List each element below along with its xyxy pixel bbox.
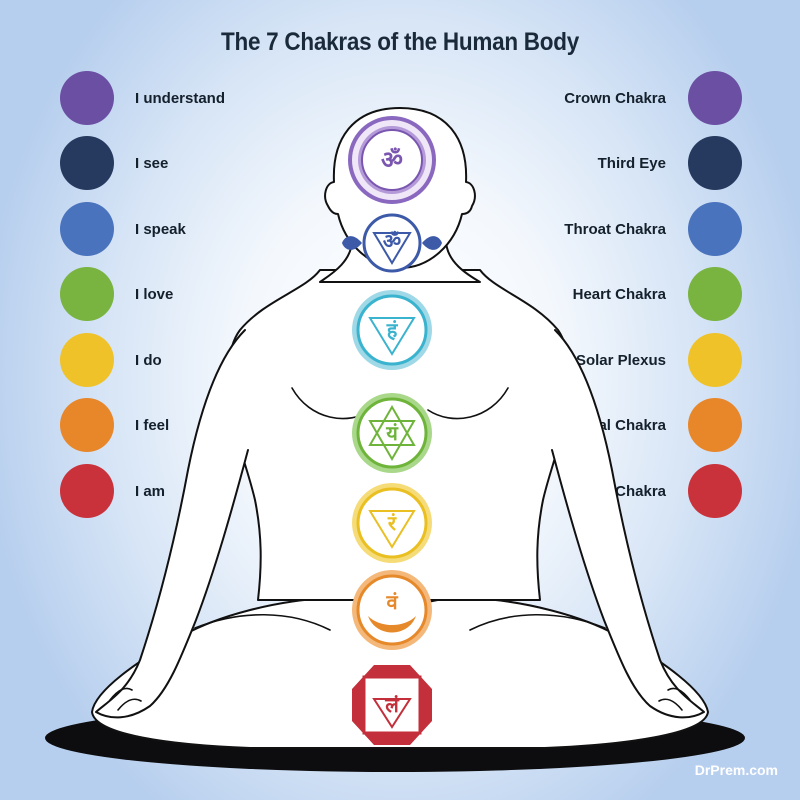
root-lam-symbol: लं — [385, 693, 399, 717]
sacral-color-dot — [688, 398, 742, 452]
affirmation-row-heart: I love — [60, 266, 173, 322]
page-title: The 7 Chakras of the Human Body — [221, 28, 579, 56]
solar-plexus-color-dot — [60, 333, 114, 387]
throat-color-dot — [688, 202, 742, 256]
affirmation-label: I am — [135, 482, 166, 500]
crown-om-symbol: ॐ — [381, 145, 403, 174]
heart-color-dot — [60, 267, 114, 321]
crown-color-dot — [688, 71, 742, 125]
chakra-name-row-throat: Throat Chakra — [564, 201, 742, 257]
hand-left-fingers — [109, 687, 142, 711]
chakra-name-label: Heart Chakra — [572, 285, 666, 303]
affirmation-row-solar-plexus: I do — [60, 332, 162, 388]
chakra-name-row-heart: Heart Chakra — [573, 266, 742, 322]
chakra-name-label: Throat Chakra — [564, 220, 666, 238]
affirmation-row-root: I am — [60, 463, 165, 519]
throat-chakra-mandala — [352, 290, 432, 370]
sacral-chakra-mandala — [352, 570, 432, 650]
affirmation-row-crown: I understand — [60, 70, 225, 126]
third-eye-color-dot — [60, 136, 114, 190]
affirmation-label: I see — [135, 154, 169, 172]
root-color-dot — [60, 464, 114, 518]
knee-line-right — [469, 613, 606, 631]
chakra-name-label: Crown Chakra — [564, 89, 666, 107]
chakra-name-label: Third Eye — [597, 154, 666, 172]
root-chakra-mandala — [352, 665, 432, 745]
knee-line-left — [194, 613, 331, 631]
affirmation-row-sacral: I feel — [60, 397, 169, 453]
affirmation-row-third-eye: I see — [60, 135, 168, 191]
chakra-name-row-solar-plexus: Solar Plexus — [576, 332, 742, 388]
affirmation-row-throat: I speak — [60, 201, 186, 257]
third-eye-om-symbol: ॐ — [382, 229, 402, 253]
sacral-color-dot — [60, 398, 114, 452]
chakra-name-row-crown: Crown Chakra — [564, 70, 742, 126]
affirmation-label: I feel — [135, 416, 170, 434]
heart-chakra-mandala — [352, 393, 432, 473]
crown-color-dot — [60, 71, 114, 125]
site-credit: DrPrem.com — [694, 762, 778, 778]
right-arm-outline — [551, 329, 705, 719]
affirmation-label: I do — [135, 351, 162, 369]
heart-color-dot — [688, 267, 742, 321]
chest-line-right — [427, 387, 509, 420]
solar-plexus-ram-symbol: रं — [387, 511, 397, 535]
throat-color-dot — [60, 202, 114, 256]
chakra-name-row-root: Root Chakra — [577, 463, 742, 519]
solar-plexus-color-dot — [688, 333, 742, 387]
solar-plexus-chakra-mandala — [352, 483, 432, 563]
chakra-name-label: Solar Plexus — [575, 351, 666, 369]
affirmation-label: I love — [135, 285, 174, 303]
affirmation-label: I understand — [135, 89, 226, 107]
third-eye-chakra-mandala — [342, 213, 442, 273]
throat-ham-symbol: हं — [386, 318, 398, 342]
sacral-vam-symbol: वं — [386, 590, 398, 614]
heart-yam-symbol: यं — [386, 421, 398, 445]
root-color-dot — [688, 464, 742, 518]
affirmation-label: I speak — [135, 220, 186, 238]
hand-right-fingers — [658, 687, 691, 711]
chakra-name-row-third-eye: Third Eye — [598, 135, 742, 191]
left-arm-outline — [95, 329, 249, 719]
third-eye-color-dot — [688, 136, 742, 190]
crown-chakra-mandala — [348, 116, 436, 204]
